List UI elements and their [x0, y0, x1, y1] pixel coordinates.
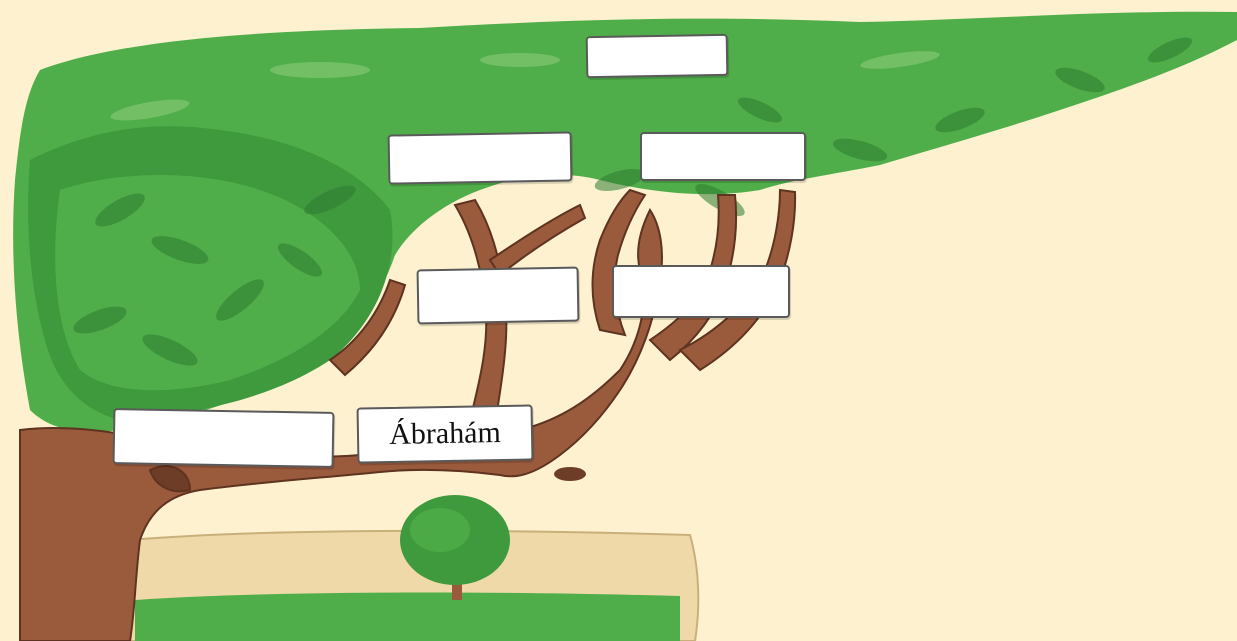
name-box-mid-right[interactable] [640, 132, 806, 181]
trunk-knot [554, 467, 586, 481]
name-box-bottom-left[interactable] [112, 408, 335, 468]
name-box-low-right[interactable] [612, 265, 790, 318]
name-box-low-left[interactable] [416, 266, 580, 325]
name-box-abraham[interactable]: Ábrahám [356, 404, 534, 464]
tree-canopy [13, 11, 1237, 432]
name-box-mid-left[interactable] [387, 131, 573, 185]
name-box-top[interactable] [585, 33, 729, 79]
ground-scene [129, 495, 700, 641]
